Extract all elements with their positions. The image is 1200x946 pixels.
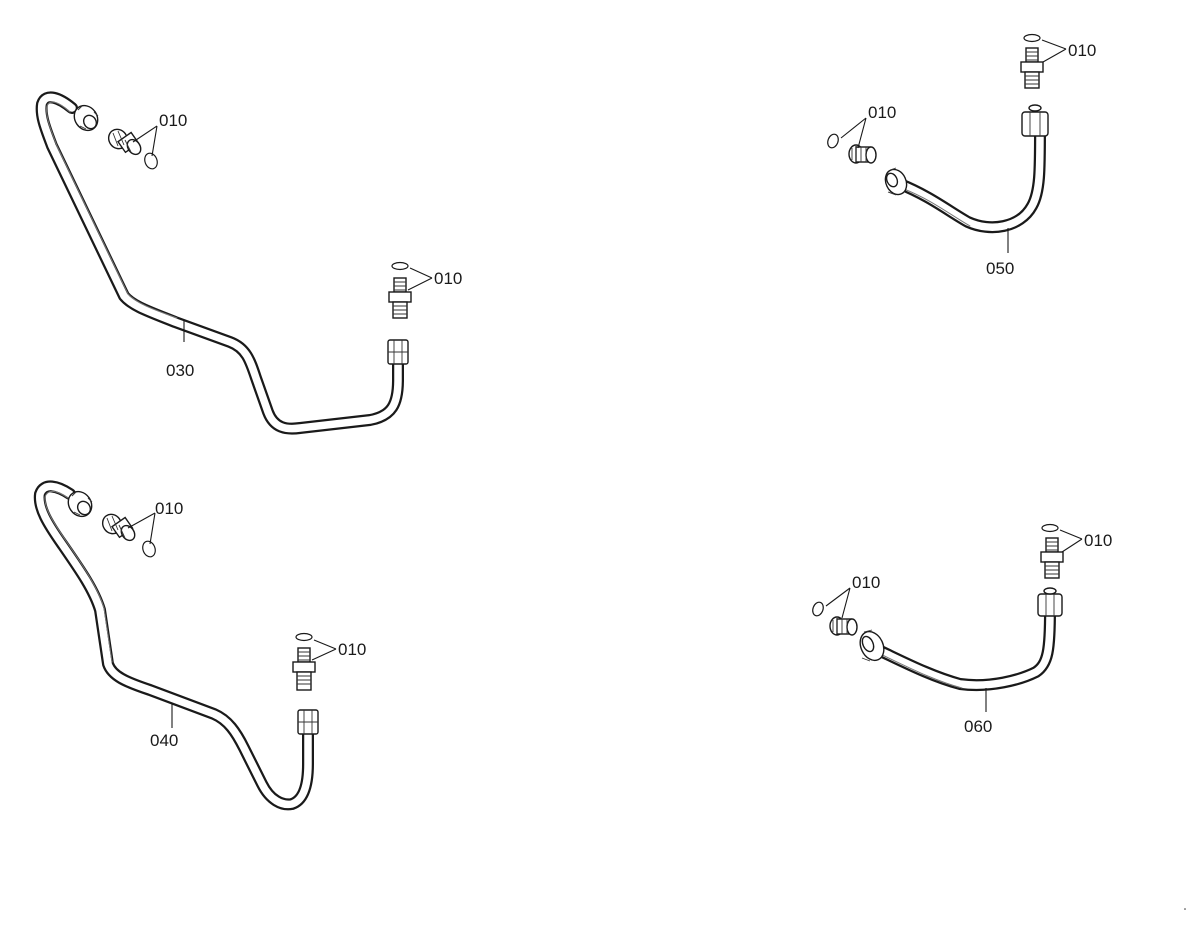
leader-010-030-left (132, 125, 158, 157)
pipe-nut-050-right (1021, 104, 1049, 137)
fitting-050-left (848, 144, 877, 164)
label-040: 040 (150, 731, 178, 750)
label-010-040-left: 010 (155, 499, 183, 518)
pipe-nut-060-right (1037, 587, 1063, 617)
leader-010-040-right (311, 639, 337, 661)
pipe-040 (33, 480, 314, 811)
label-010-050-left: 010 (868, 103, 896, 122)
label-010-060-right: 010 (1084, 531, 1112, 550)
pipe-nut-030-right (387, 339, 409, 365)
leader-010-050-left (840, 117, 867, 149)
fitting-060-left (829, 616, 858, 636)
leader-010-060-left (825, 587, 851, 619)
o-ring-030-right (391, 261, 409, 271)
fitting-040-right (292, 647, 316, 691)
pipe-nut-060-left (859, 629, 885, 662)
o-ring-060-left (812, 601, 824, 617)
stray-dot (1184, 908, 1186, 910)
label-010-040-right: 010 (338, 640, 366, 659)
pipe-060 (868, 604, 1056, 692)
pipe-assembly-040: 010 010 040 (33, 480, 366, 811)
pipe-nut-040-right (297, 709, 319, 735)
pipe-nut-030-left (73, 104, 99, 132)
o-ring-040-left (142, 540, 156, 558)
fitting-050-right (1020, 47, 1044, 89)
o-ring-050-left (827, 133, 839, 149)
fitting-030-right (388, 277, 412, 319)
pipe-050 (894, 124, 1046, 234)
label-060: 060 (964, 717, 992, 736)
o-ring-030-left (144, 152, 158, 170)
pipe-030 (35, 91, 404, 435)
pipe-nut-040-left (67, 490, 93, 518)
leader-010-060-right (1059, 529, 1083, 553)
label-050: 050 (986, 259, 1014, 278)
pipe-nut-050-left (884, 167, 908, 196)
o-ring-040-right (295, 632, 313, 642)
label-010-030-left: 010 (159, 111, 187, 130)
pipe-assembly-030: 010 010 030 (35, 91, 462, 435)
fitting-040-left (101, 513, 136, 542)
pipe-assembly-050: 010 010 050 (827, 33, 1096, 278)
pipe-assembly-060: 010 010 060 (812, 523, 1112, 736)
fitting-030-left (107, 128, 142, 156)
fitting-060-right (1040, 537, 1064, 579)
o-ring-050-right (1023, 33, 1041, 43)
label-010-060-left: 010 (852, 573, 880, 592)
o-ring-060-right (1041, 523, 1059, 533)
leader-010-030-right (407, 267, 433, 291)
leader-010-050-right (1041, 39, 1067, 63)
leader-010-040-left (127, 512, 156, 545)
label-010-050-right: 010 (1068, 41, 1096, 60)
label-010-030-right: 010 (434, 269, 462, 288)
label-030: 030 (166, 361, 194, 380)
